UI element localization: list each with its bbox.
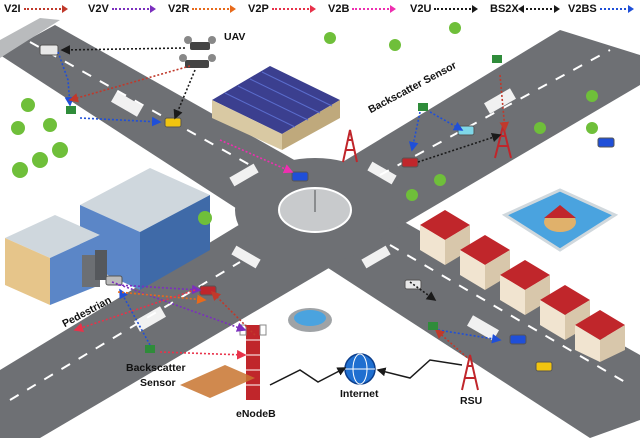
legend-line-icon bbox=[434, 5, 479, 13]
fountain bbox=[288, 308, 332, 332]
rsu-label: RSU bbox=[460, 395, 483, 407]
warehouse-building bbox=[212, 66, 340, 150]
backhaul-link bbox=[269, 367, 347, 386]
vehicles bbox=[39, 44, 615, 372]
enodeb-label: eNodeB bbox=[236, 408, 276, 420]
legend-line-icon bbox=[192, 5, 237, 13]
road-network bbox=[0, 18, 640, 438]
enodeb-tower-icon bbox=[239, 324, 267, 400]
legend-line-icon bbox=[599, 5, 634, 13]
school-buildings bbox=[5, 168, 210, 305]
legend-label: V2B bbox=[328, 3, 350, 15]
backhaul-link bbox=[376, 359, 463, 379]
cell-tower-icon bbox=[342, 125, 512, 391]
legend-item-v2r: V2R bbox=[168, 1, 237, 17]
legend-item-v2v: V2V bbox=[88, 1, 156, 17]
uav-label: UAV bbox=[224, 31, 246, 43]
pool-area bbox=[501, 188, 619, 252]
road-edge bbox=[0, 18, 60, 58]
legend-label: BS2X bbox=[490, 3, 519, 15]
lane-marking bbox=[9, 41, 631, 401]
sensor-devices bbox=[66, 55, 502, 353]
legend-line-icon bbox=[23, 5, 68, 13]
legend-item-v2u: V2U bbox=[410, 1, 479, 17]
backscatter-sensor-label: Backscatter bbox=[126, 362, 186, 374]
legend-label: V2BS bbox=[568, 3, 597, 15]
legend-item-v2bs: V2BS bbox=[568, 1, 634, 17]
legend: V2I V2V V2R V2P V2B V2U BS2X V2BS bbox=[0, 0, 640, 18]
backscatter-sensor-pad bbox=[180, 365, 255, 398]
internet-globe-icon bbox=[344, 353, 376, 385]
backscatter-sensor-label: Sensor bbox=[140, 377, 176, 389]
residential-houses bbox=[420, 210, 625, 362]
legend-line-icon bbox=[517, 5, 560, 13]
crosswalks bbox=[111, 88, 516, 341]
legend-item-v2b: V2B bbox=[328, 1, 397, 17]
legend-item-v2p: V2P bbox=[248, 1, 316, 17]
internet-label: Internet bbox=[340, 388, 379, 400]
communication-links bbox=[57, 45, 510, 361]
legend-line-icon bbox=[111, 5, 156, 13]
uav-drones bbox=[179, 36, 216, 68]
legend-line-icon bbox=[352, 5, 397, 13]
legend-label: V2V bbox=[88, 3, 109, 15]
legend-item-v2i: V2I bbox=[4, 1, 68, 17]
legend-line-icon bbox=[271, 5, 316, 13]
legend-label: V2I bbox=[4, 3, 21, 15]
trees bbox=[11, 22, 598, 225]
legend-label: V2P bbox=[248, 3, 269, 15]
legend-label: V2U bbox=[410, 3, 432, 15]
legend-item-bs2x: BS2X bbox=[490, 1, 560, 17]
legend-label: V2R bbox=[168, 3, 190, 15]
